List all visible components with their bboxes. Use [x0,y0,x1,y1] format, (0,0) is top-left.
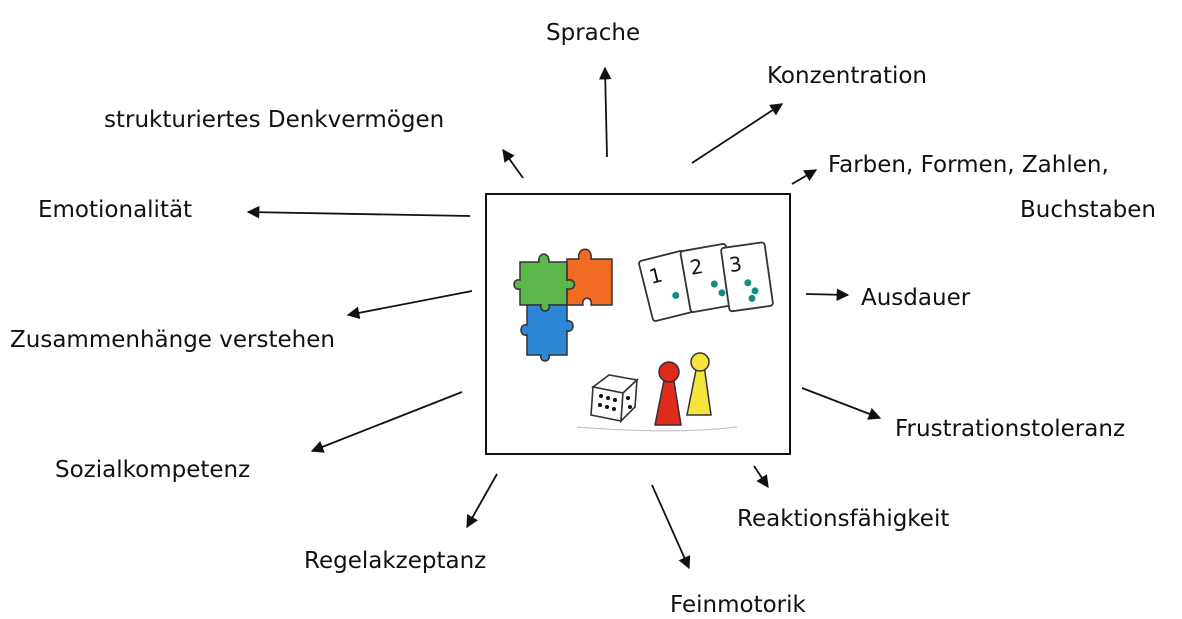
label-ausdauer: Ausdauer [861,285,971,311]
arrow-denkvermoegen [502,148,524,179]
arrow-sozialkompetenz [310,391,463,453]
label-reaktionsfaehigkeit: Reaktionsfähigkeit [737,506,950,532]
card-3: 3 [720,241,774,313]
label-farben-line2: Buchstaben [1020,197,1157,223]
number-cards: 1 2 3 [638,241,774,322]
arrow-feinmotorik [651,484,691,570]
arrow-zusammenhaenge [346,290,473,320]
label-konzentration: Konzentration [767,63,928,89]
game-drawing: 1 2 3 [513,241,774,432]
card-number-3: 3 [728,252,744,278]
label-denkvermoegen: strukturiertes Denkvermögen [104,107,445,133]
card-number-1: 1 [647,263,665,289]
game-illustration: 1 2 3 [485,193,791,455]
label-emotionalitaet: Emotionalität [38,197,193,223]
card-number-2: 2 [688,254,705,280]
label-sozialkompetenz: Sozialkompetenz [55,457,251,483]
pawn-yellow-icon [686,352,712,416]
arrow-ausdauer [805,288,850,302]
dice-icon [590,374,639,424]
arrow-farben [791,169,818,185]
label-regelakzeptanz: Regelakzeptanz [304,548,487,574]
label-feinmotorik: Feinmotorik [670,592,806,618]
label-sprache: Sprache [546,20,641,46]
pawn-red-icon [654,361,682,426]
arrow-emotionalitaet [246,205,471,219]
arrow-frustrationstoleranz [801,387,882,420]
label-frustrationstoleranz: Frustrationstoleranz [895,416,1126,442]
puzzle-piece-green [513,253,576,312]
puzzle-piece-orange [566,248,613,306]
label-farben-line1: Farben, Formen, Zahlen, [828,152,1109,178]
puzzle-icon [513,248,613,362]
arrow-konzentration [691,103,784,164]
puzzle-piece-blue [520,304,574,362]
label-zusammenhaenge: Zusammenhänge verstehen [10,327,335,353]
arrow-sprache [598,66,612,158]
arrow-reaktionsfaehigkeit [753,465,769,489]
arrow-regelakzeptanz [466,473,498,529]
